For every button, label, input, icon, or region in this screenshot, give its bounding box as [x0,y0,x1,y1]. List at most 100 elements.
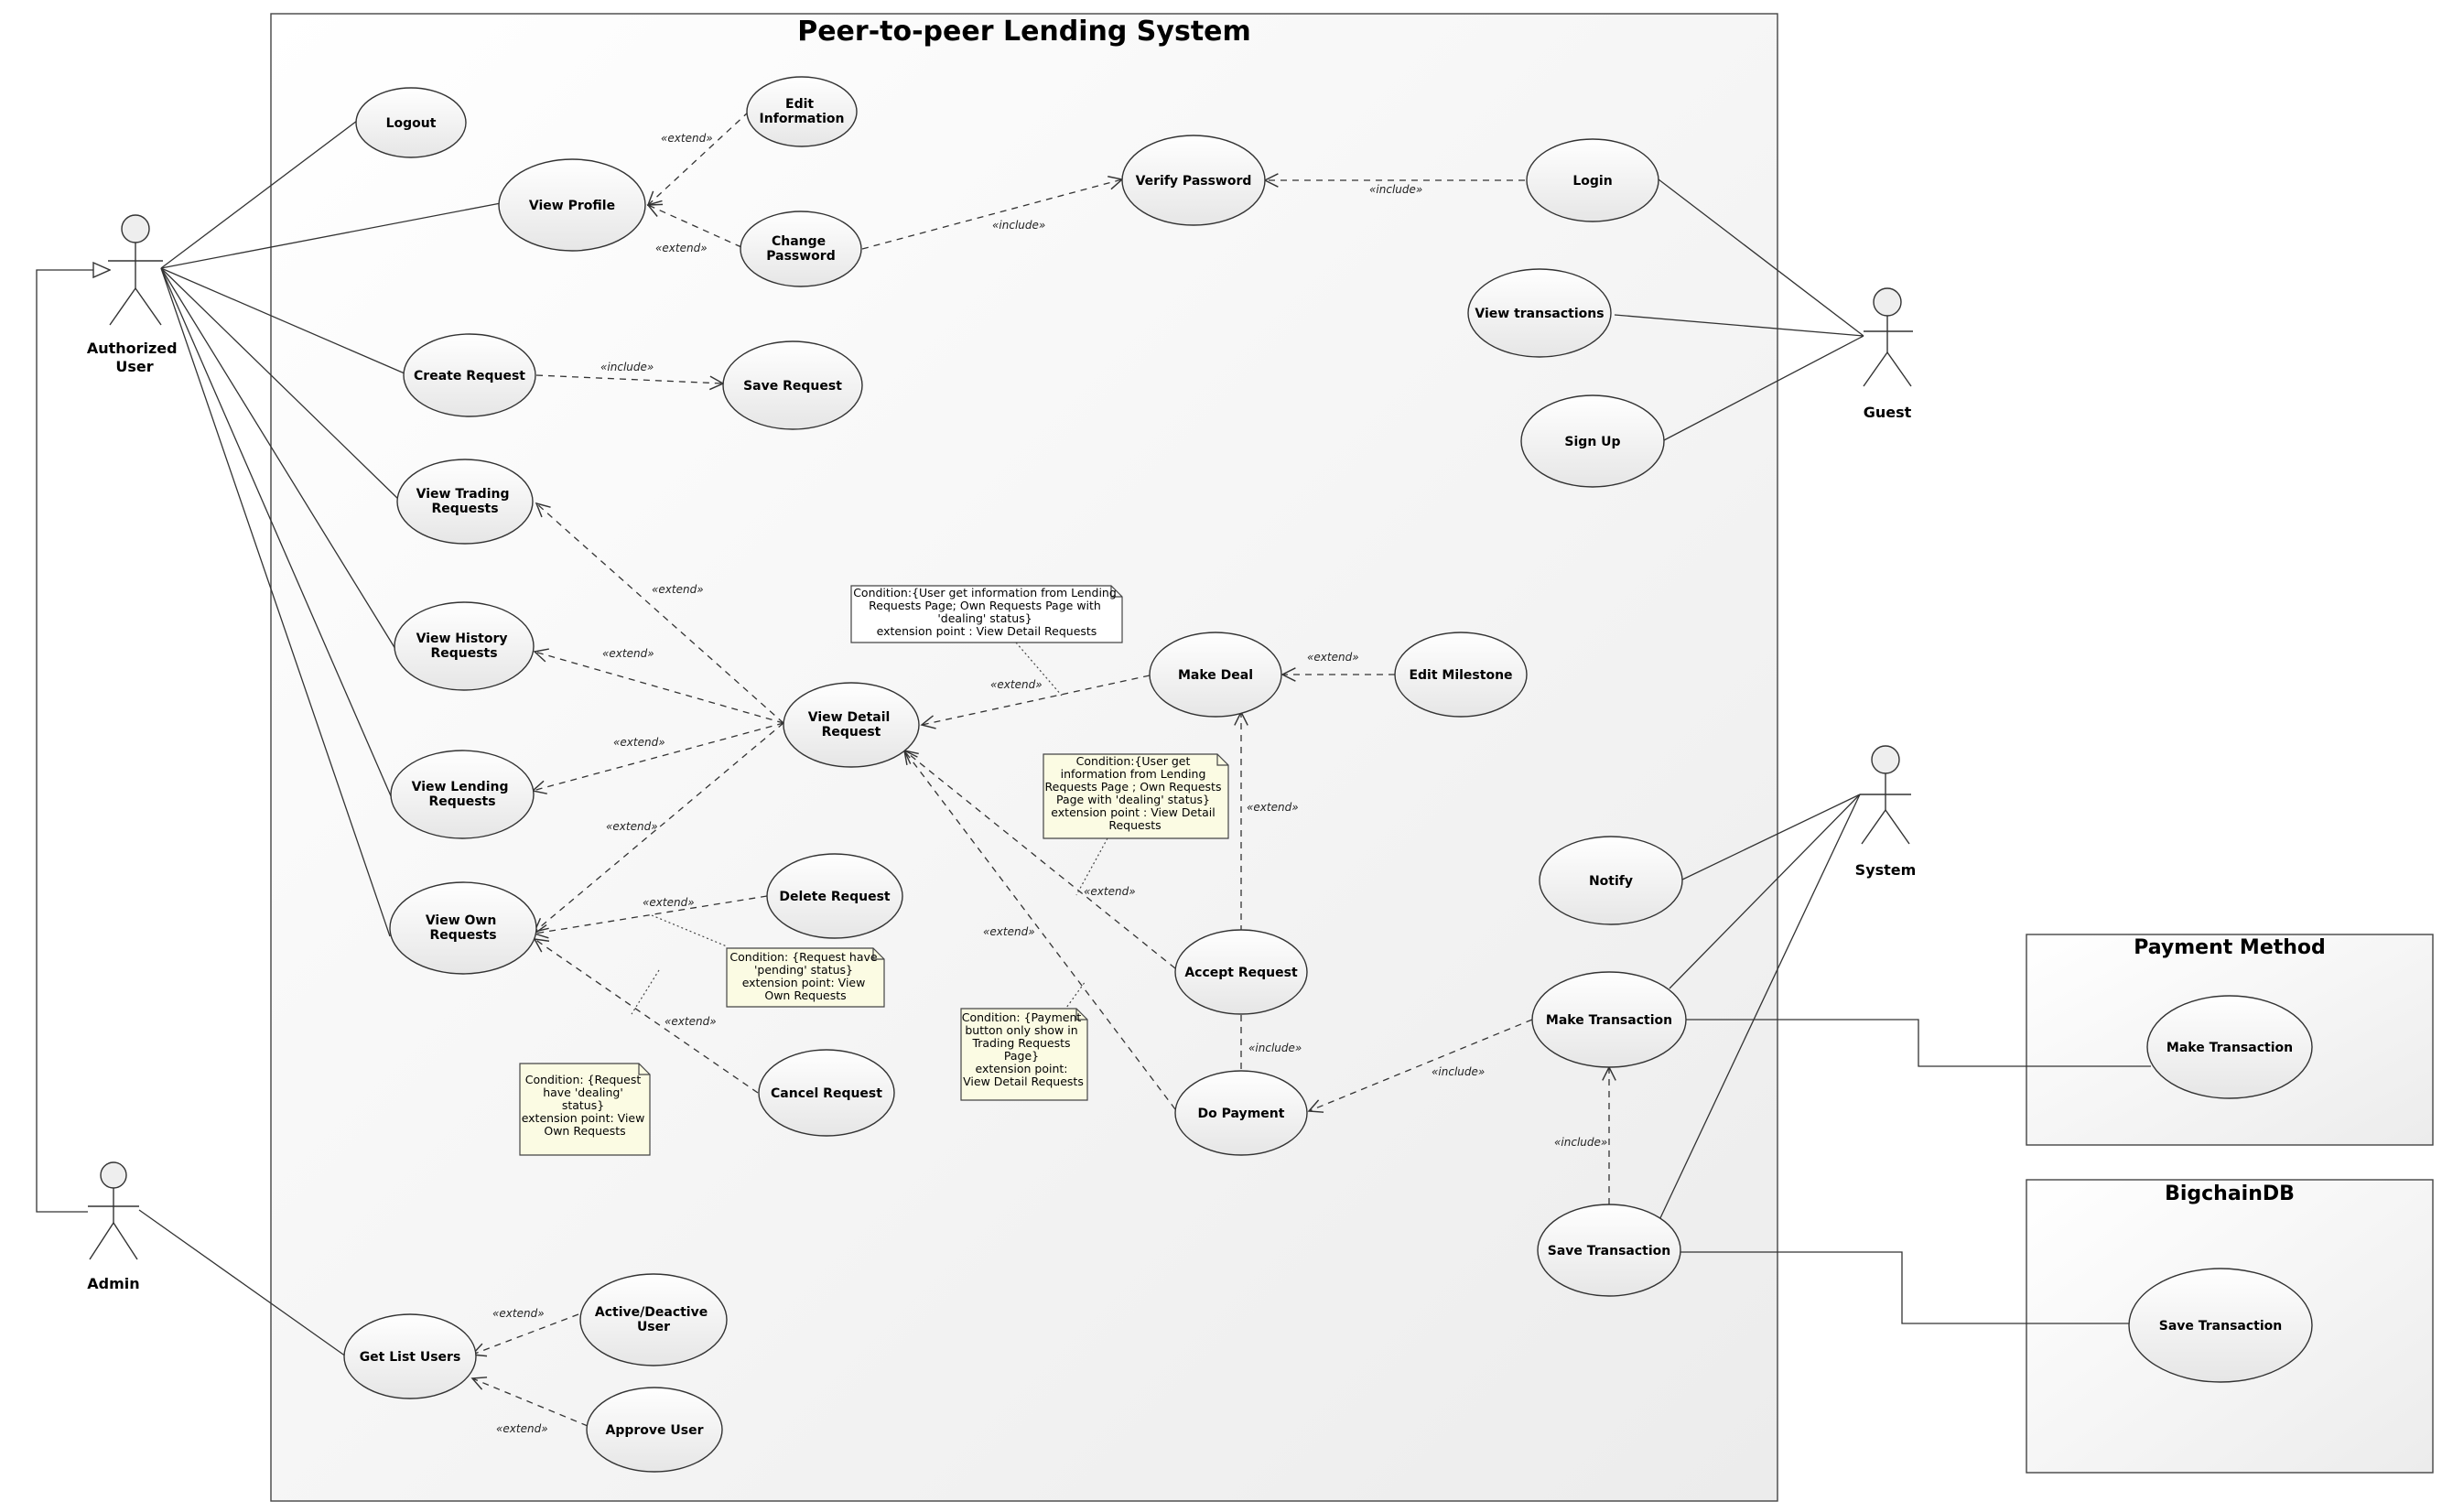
note-accept-line1: Condition:{User get [1076,754,1191,768]
svg-text:Approve User: Approve User [606,1423,704,1438]
usecase-logout[interactable]: Logout [355,87,467,158]
usecase-accept-request[interactable]: Accept Request [1174,929,1308,1015]
usecase-edit-milestone[interactable]: Edit Milestone [1394,632,1528,718]
usecase-view-profile[interactable]: View Profile [498,158,646,252]
label-include-save-transaction: «include» [1554,1136,1607,1149]
label-extend-make-deal: «extend» [990,678,1043,691]
note-accept-condition: Condition:{User get information from Len… [1043,753,1229,839]
note-cancel-condition: Condition: {Request have 'dealing' statu… [519,1063,651,1156]
note-make-deal-line4: extension point : View Detail Requests [877,624,1097,638]
svg-text:Do Payment: Do Payment [1198,1107,1285,1121]
system-title: Peer-to-peer Lending System [797,16,1251,48]
usecase-sign-up[interactable]: Sign Up [1520,394,1665,488]
usecase-delete-request[interactable]: Delete Request [766,853,903,939]
svg-text:Delete Request: Delete Request [779,890,891,904]
note-accept-line2: information from Lending [1061,767,1206,781]
svg-text:Edit Milestone: Edit Milestone [1409,668,1512,683]
svg-text:Save Transaction: Save Transaction [1548,1244,1671,1258]
note-cancel-line1: Condition: {Request [525,1073,642,1086]
usecase-accept-request-label: Accept Request [1184,966,1298,980]
usecase-save-request[interactable]: Save Request [722,340,863,430]
note-payment-line1: Condition: {Payment [962,1010,1082,1024]
label-include-transaction: «include» [1432,1065,1485,1078]
svg-text:View Lending Requests: View Lending Requests [412,780,513,809]
note-delete-line1: Condition: {Request have [729,950,878,964]
usecase-view-transactions[interactable]: View transactions [1467,268,1612,358]
associations [36,120,2151,1357]
note-accept-line4: Page with 'dealing' status} [1056,793,1210,806]
usecase-view-lending-line1: View Lending [412,780,509,794]
usecase-approve-user[interactable]: Approve User [586,1387,723,1473]
note-make-deal-line3: 'dealing' status} [937,611,1032,625]
usecase-bigchain-save-transaction-label: Save Transaction [2159,1319,2283,1334]
usecase-active-deactive-user[interactable]: Active/Deactive User [579,1273,728,1366]
usecase-change-password-line1: Change [772,234,826,249]
label-extend-accept: «extend» [1247,801,1299,814]
payment-method-title: Payment Method [2134,936,2326,959]
svg-text:View Profile: View Profile [529,199,615,213]
actor-system[interactable]: System [1855,745,1917,879]
label-extend-delete: «extend» [643,896,695,909]
note-accept-line5: extension point : View Detail [1051,805,1215,819]
note-delete-line3: extension point: View [742,976,866,989]
usecase-verify-password[interactable]: Verify Password [1121,135,1266,226]
usecase-view-lending-requests[interactable]: View Lending Requests [390,750,535,839]
note-cancel-line3: status} [562,1098,604,1112]
usecase-view-detail-request[interactable]: View Detail Request [783,682,920,768]
actor-authorized-user[interactable]: Authorized User [87,214,182,375]
actor-admin[interactable]: Admin [87,1161,140,1292]
note-cancel-line2: have 'dealing' [543,1085,623,1099]
svg-text:Create Request: Create Request [414,369,525,383]
svg-text:View Detail Request: View Detail Request [808,710,894,740]
usecase-view-own-requests[interactable]: View Own Requests [389,881,537,975]
svg-text:Condition:{User get info: Condition:{User get information from Len… [1045,754,1226,832]
usecase-make-transaction[interactable]: Make Transaction [1531,971,1687,1068]
usecase-view-profile-label: View Profile [529,199,615,213]
actor-system-label: System [1855,861,1917,879]
label-extend-history: «extend» [602,647,654,660]
usecase-cancel-request-label: Cancel Request [771,1086,882,1101]
label-extend-own: «extend» [606,820,658,833]
label-extend-cancel: «extend» [665,1015,717,1028]
label-include-save-request: «include» [600,361,654,373]
usecase-change-password-line2: Password [766,249,835,264]
svg-text:Cancel Request: Cancel Request [771,1086,882,1101]
usecase-view-history-requests[interactable]: View History Requests [394,601,535,691]
usecase-create-request-label: Create Request [414,369,525,383]
dependencies [470,111,1616,1427]
usecase-bigchain-save-transaction[interactable]: Save Transaction [2128,1268,2313,1383]
actor-admin-label: Admin [87,1275,139,1292]
usecase-change-password[interactable]: Change Password [740,211,862,287]
note-payment-line5: extension point: [976,1062,1068,1075]
note-make-deal-line2: Requests Page; Own Requests Page with [869,599,1101,612]
usecase-view-trading-requests[interactable]: View Trading Requests [396,459,534,545]
usecase-notify[interactable]: Notify [1539,836,1683,925]
usecase-make-deal[interactable]: Make Deal [1149,632,1282,718]
note-connectors [631,642,1108,1015]
svg-text:Change Password: Change Password [766,234,835,264]
usecase-cancel-request[interactable]: Cancel Request [758,1049,895,1137]
usecase-do-payment[interactable]: Do Payment [1174,1070,1308,1156]
usecase-active-deactive-line2: User [637,1320,670,1334]
svg-text:Save Request: Save Request [743,379,842,394]
usecase-login[interactable]: Login [1526,138,1659,222]
usecase-view-trading-line2: Requests [431,502,498,516]
svg-text:Condition: {Request have: Condition: {Request have 'pending' statu… [729,950,881,1002]
usecase-save-transaction[interactable]: Save Transaction [1537,1204,1681,1297]
usecase-get-list-users-label: Get List Users [360,1350,461,1365]
note-delete-condition: Condition: {Request have 'pending' statu… [726,947,885,1008]
actor-guest[interactable]: Guest [1863,287,1913,421]
note-cancel-line5: Own Requests [544,1124,625,1138]
usecase-save-request-label: Save Request [743,379,842,394]
usecase-create-request[interactable]: Create Request [403,333,536,417]
usecase-logout-label: Logout [386,116,437,131]
usecase-save-transaction-label: Save Transaction [1548,1244,1671,1258]
usecase-edit-information[interactable]: Edit Information [746,76,858,147]
svg-text:Accept Request: Accept Request [1184,966,1298,980]
usecase-view-detail-line2: Request [822,725,881,740]
usecase-payment-make-transaction[interactable]: Make Transaction [2146,995,2313,1099]
usecase-get-list-users[interactable]: Get List Users [343,1313,477,1399]
usecase-delete-request-label: Delete Request [779,890,891,904]
label-include-verify: «include» [992,219,1045,232]
